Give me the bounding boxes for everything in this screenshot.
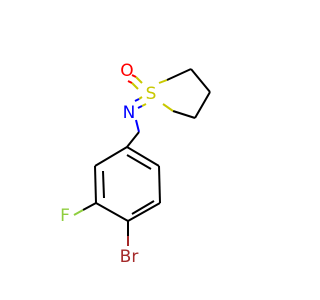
sulfur-oxygen-double-bond xyxy=(127,74,143,90)
bromine-atom-label: Br xyxy=(120,247,139,267)
fluorine-atom-label: F xyxy=(60,206,70,226)
sulfur-atom-label: S xyxy=(146,84,157,104)
nitrogen-atom-label: N xyxy=(123,103,136,123)
atom-labels: O S N F Br xyxy=(60,61,156,267)
benzene-ring xyxy=(94,146,161,222)
molecule-diagram: O S N F Br xyxy=(60,61,211,267)
nitrogen-aryl-bond xyxy=(126,119,140,148)
fluorine-bond xyxy=(73,202,97,216)
sulfur-nitrogen-double-bond xyxy=(134,96,147,109)
oxygen-atom-label: O xyxy=(120,61,133,81)
thiolane-ring xyxy=(158,68,211,119)
